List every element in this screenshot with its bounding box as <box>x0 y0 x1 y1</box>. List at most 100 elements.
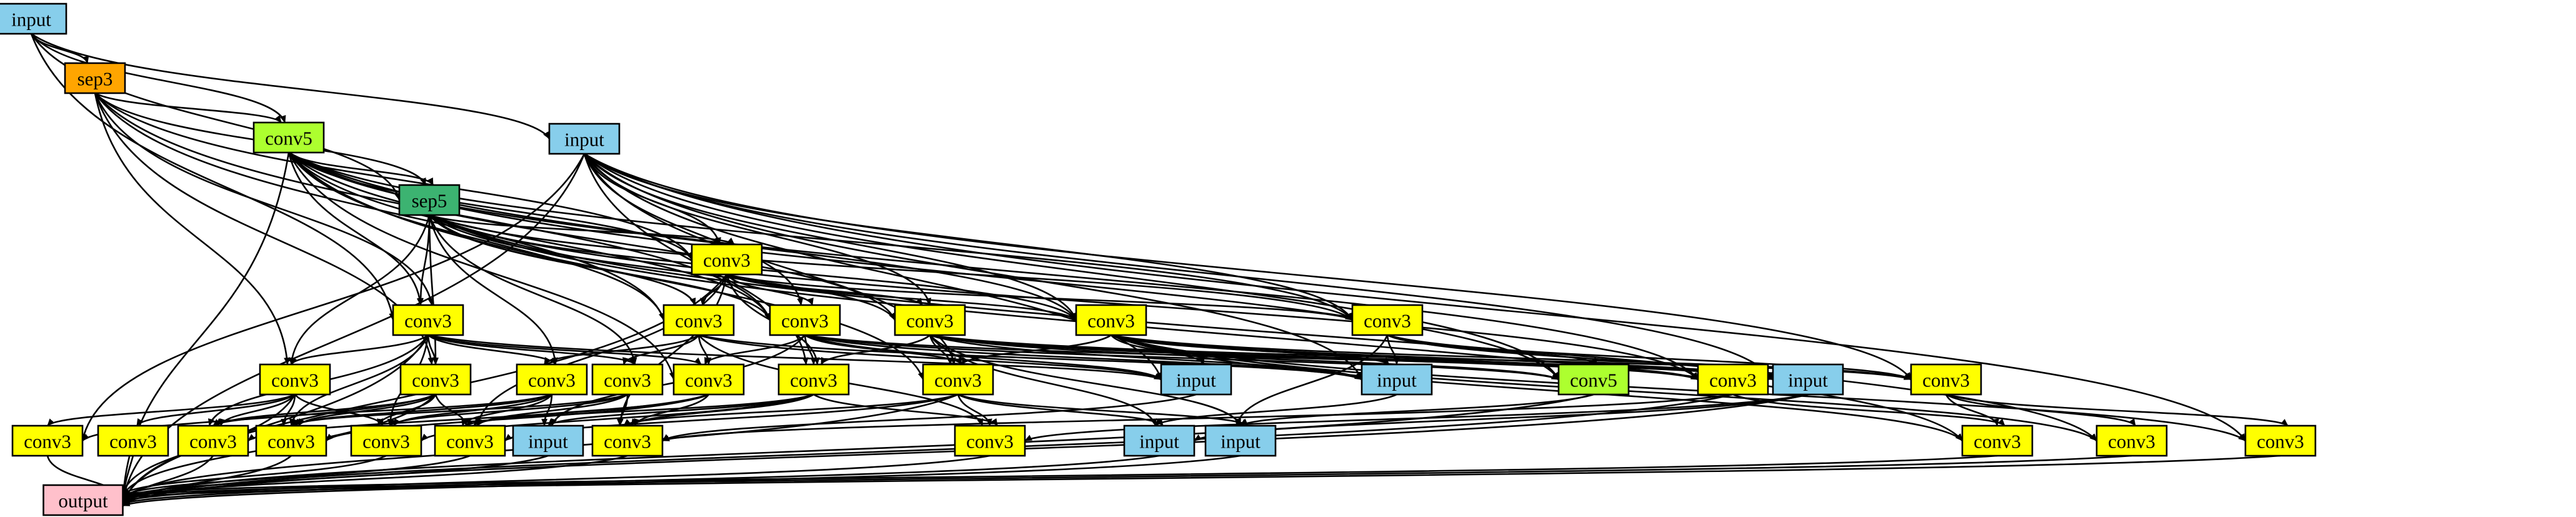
edge-n19-to-n32 <box>662 393 1197 442</box>
edge-n23-to-n39 <box>122 393 1809 505</box>
input-node-box <box>1204 424 1277 457</box>
conv3-node-box <box>350 424 422 457</box>
edge-n24-to-n37 <box>1945 393 2137 426</box>
edge-n12-to-n28 <box>281 394 296 426</box>
conv3-node-label: conv3 <box>1974 431 2021 453</box>
conv3-node-label: conv3 <box>528 369 576 391</box>
conv3-node-box <box>11 424 84 457</box>
conv3-node: conv3 <box>392 304 464 336</box>
conv3-node-label: conv3 <box>1922 369 1970 391</box>
conv3-node-box <box>2244 424 2317 457</box>
input-node-box <box>512 424 584 457</box>
conv3-node-label: conv3 <box>267 431 315 453</box>
conv3-node: conv3 <box>177 424 249 457</box>
conv3-node-box <box>662 304 735 336</box>
conv3-node-box <box>672 363 745 396</box>
edge-n3-to-n19 <box>583 153 1162 380</box>
conv5-node-label: conv5 <box>1570 369 1617 391</box>
input-node: input <box>1160 363 1232 396</box>
conv3-node-label: conv3 <box>1087 310 1135 332</box>
conv5-node-label: conv5 <box>265 128 312 149</box>
conv3-node: conv3 <box>777 363 850 396</box>
conv3-node-box <box>434 424 506 457</box>
conv3-node: conv3 <box>2095 424 2168 457</box>
conv3-node: conv3 <box>591 363 664 396</box>
input-node: input <box>1360 363 1433 396</box>
edge-n10-to-n19 <box>1110 334 1205 365</box>
edge-n9-to-n18 <box>929 334 953 365</box>
conv3-node-label: conv3 <box>675 310 722 332</box>
edge-n30-to-n39 <box>122 454 471 498</box>
edge-n5-to-n10 <box>726 273 1077 321</box>
conv3-node-label: conv3 <box>446 431 494 453</box>
input-node-box <box>1772 363 1844 396</box>
edge-n1-to-n5 <box>94 93 693 260</box>
input-node: input <box>1204 424 1277 457</box>
edge-n6-to-n12 <box>290 334 429 365</box>
sep5-node: sep5 <box>398 184 461 216</box>
conv3-node-box <box>259 363 331 396</box>
edge-n10-to-n18 <box>961 334 1112 365</box>
conv3-node-box <box>1961 424 2034 457</box>
edge-n14-to-n27 <box>212 393 552 427</box>
edge-n9-to-n17 <box>820 334 931 365</box>
edge-n9-to-n34 <box>929 334 1157 426</box>
conv3-node: conv3 <box>259 363 331 396</box>
edge-n8-to-n17 <box>804 334 817 365</box>
conv3-node-label: conv3 <box>362 431 410 453</box>
conv3-node-box <box>954 424 1026 457</box>
input-node-label: input <box>1221 431 1261 453</box>
conv3-node-box <box>399 363 472 396</box>
conv3-node-label: conv3 <box>1709 369 1757 391</box>
edge-n4-to-n22 <box>429 214 1699 380</box>
conv3-node: conv3 <box>672 363 745 396</box>
edge-n4-to-n8 <box>429 214 771 321</box>
edge-n11-to-n24 <box>1387 334 1912 381</box>
conv3-node: conv3 <box>1351 304 1424 336</box>
conv3-node-label: conv3 <box>685 369 732 391</box>
edge-n23-to-n33 <box>1024 393 1809 442</box>
sep5-node-label: sep5 <box>412 190 447 212</box>
input-node-label: input <box>11 9 51 31</box>
edge-n20-to-n34 <box>1155 393 1397 427</box>
edge-n18-to-n35 <box>957 393 1249 427</box>
conv3-node: conv3 <box>691 243 763 276</box>
conv3-node-box <box>97 424 169 457</box>
edge-n15-to-n28 <box>291 393 628 427</box>
sep3-node-box <box>64 62 126 94</box>
edge-n15-to-n29 <box>389 393 628 427</box>
conv3-node: conv3 <box>1910 363 1982 396</box>
input-node-box <box>548 123 621 155</box>
sep3-node: sep3 <box>64 62 126 94</box>
input-node-box <box>1360 363 1433 396</box>
conv3-node: conv3 <box>954 424 1026 457</box>
edge-n0-to-n4 <box>30 33 401 201</box>
conv3-node: conv3 <box>97 424 169 457</box>
conv3-node-label: conv3 <box>1364 310 1411 332</box>
edge-n18-to-n34 <box>957 393 1164 426</box>
edge-n11-to-n35 <box>1235 334 1389 426</box>
conv3-node-box <box>894 304 966 336</box>
conv3-node-label: conv3 <box>966 431 1014 453</box>
edge-n2-to-n7 <box>287 152 665 321</box>
conv3-node-label: conv3 <box>703 249 751 271</box>
conv3-node-label: conv3 <box>109 431 157 453</box>
conv3-node: conv3 <box>399 363 472 396</box>
edge-n6-to-n13 <box>427 334 439 365</box>
conv3-node-box <box>591 424 664 457</box>
edge-n18-to-n32 <box>623 393 959 427</box>
edge-n5-to-n8 <box>726 274 814 306</box>
edge-n1-to-n12 <box>94 93 291 365</box>
conv3-node-label: conv3 <box>412 369 459 391</box>
conv3-node-label: conv3 <box>404 310 452 332</box>
conv3-node-label: conv3 <box>604 431 651 453</box>
output-node-label: output <box>58 490 108 512</box>
conv3-node: conv3 <box>2244 424 2317 457</box>
edge-n12-to-n25 <box>47 393 296 427</box>
conv3-node: conv3 <box>922 363 994 396</box>
conv3-node-label: conv3 <box>790 369 837 391</box>
edge-n12-to-n26 <box>136 393 296 426</box>
conv3-node-label: conv3 <box>189 431 237 453</box>
edge-n9-to-n20 <box>929 334 1362 381</box>
conv3-node-box <box>177 424 249 457</box>
